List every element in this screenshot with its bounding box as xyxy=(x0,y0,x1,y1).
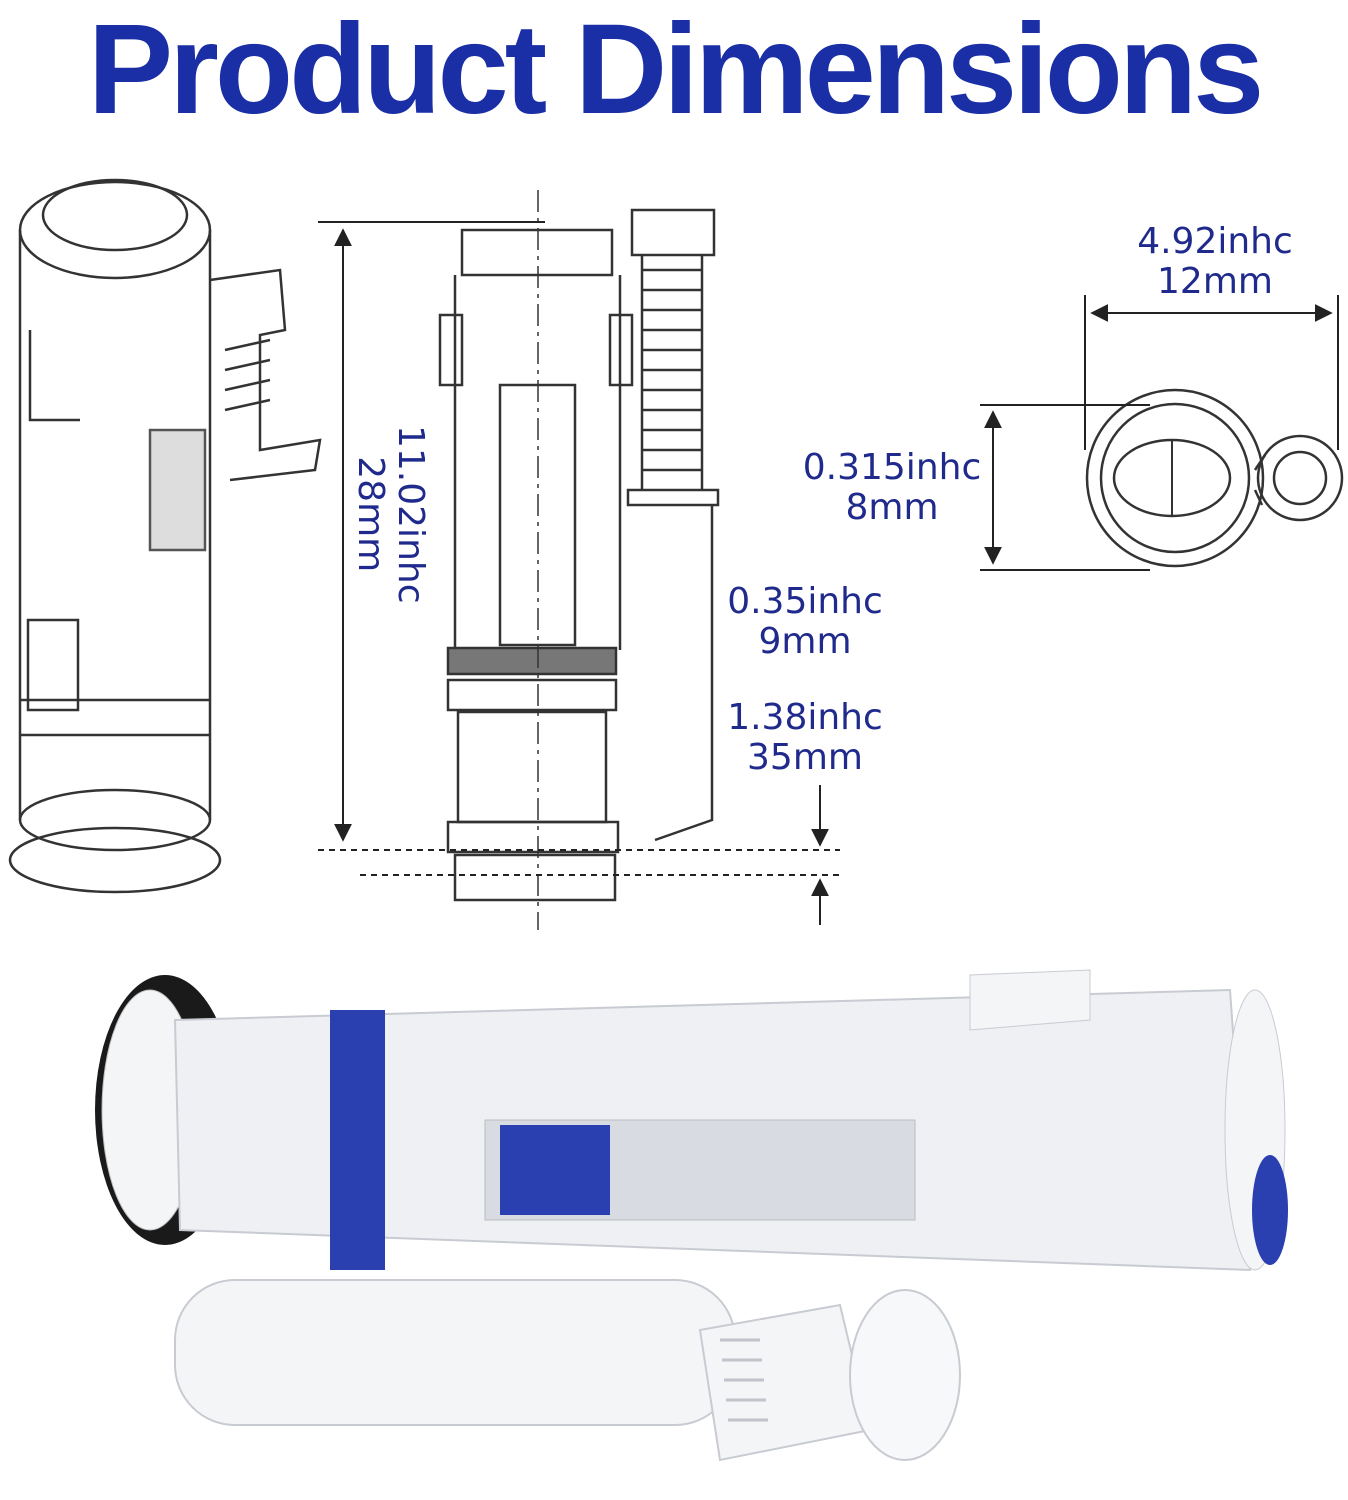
height-metric: 28mm xyxy=(349,456,391,573)
base-metric: 35mm xyxy=(747,737,863,779)
width-imperial: 4.92inhc xyxy=(1137,221,1293,262)
width-dimension-line xyxy=(1084,295,1339,450)
base-dimension-label: 1.38inhc 35mm xyxy=(705,697,905,779)
base-imperial: 1.38inhc xyxy=(727,697,883,738)
top-depth-metric: 8mm xyxy=(845,487,939,529)
page-title: Product Dimensions xyxy=(87,0,1265,141)
height-dimension-line xyxy=(318,221,840,876)
product-photo xyxy=(95,969,1288,1462)
top-view-drawing xyxy=(1085,388,1344,568)
collar-dimension-label: 0.35inhc 9mm xyxy=(705,581,905,663)
height-dimension-label: 11.02inhc 28mm xyxy=(349,425,431,604)
perspective-drawing xyxy=(8,178,322,894)
height-imperial: 11.02inhc xyxy=(390,425,431,604)
width-metric: 12mm xyxy=(1157,261,1273,303)
collar-metric: 9mm xyxy=(758,621,852,663)
elevation-drawing xyxy=(438,190,720,930)
top-depth-dimension-label: 0.315inhc 8mm xyxy=(792,447,992,529)
collar-imperial: 0.35inhc xyxy=(727,581,883,622)
width-dimension-label: 4.92inhc 12mm xyxy=(1115,221,1315,303)
top-depth-imperial: 0.315inhc xyxy=(802,447,982,488)
top-depth-dimension-line xyxy=(980,404,1150,571)
